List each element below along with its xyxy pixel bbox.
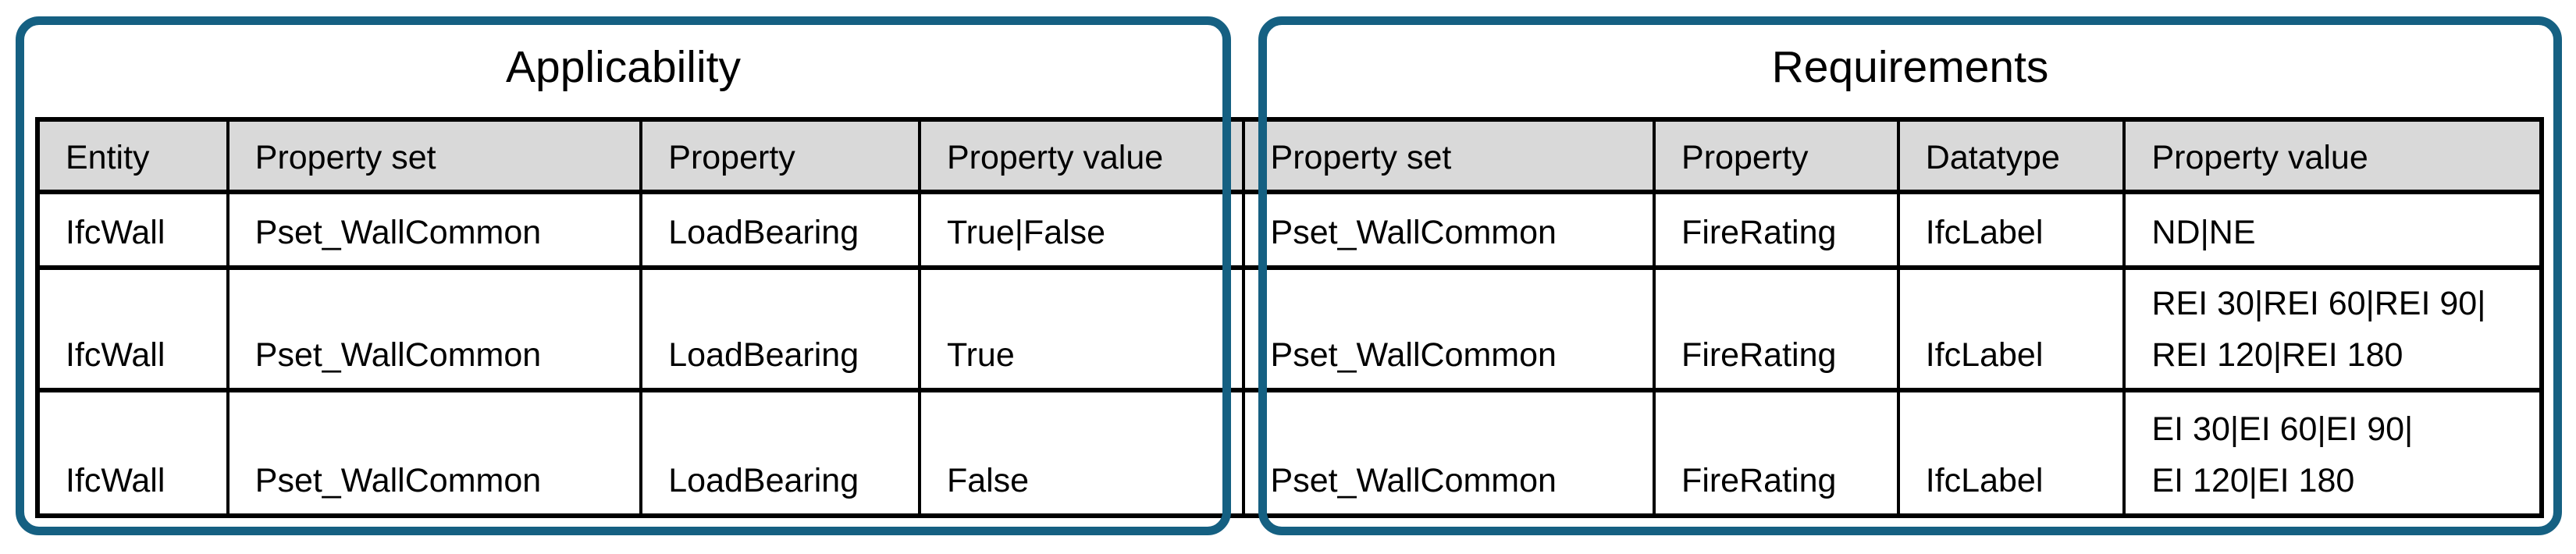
table-cell: IfcWall — [40, 269, 229, 392]
ids-table: Entity Property set Property Property va… — [35, 117, 2544, 518]
table-cell: ND|NE — [2126, 194, 2539, 270]
column-header-property-right: Property — [1656, 122, 1900, 195]
applicability-title: Applicability — [506, 42, 741, 92]
requirements-title: Requirements — [1771, 42, 2049, 92]
table-cell: Pset_WallCommon — [1244, 194, 1656, 270]
table-cell: FireRating — [1656, 194, 1900, 270]
table-cell: False — [921, 392, 1245, 513]
column-header-property-value-right: Property value — [2126, 122, 2539, 195]
table-cell: True|False — [920, 194, 1245, 270]
table-cell: EI 30|EI 60|EI 90| EI 120|EI 180 — [2151, 410, 2414, 500]
table-cell: Pset_WallCommon — [229, 392, 643, 513]
column-header-datatype: Datatype — [1899, 122, 2126, 195]
column-header-property-set-right: Property set — [1244, 122, 1656, 195]
column-header-property-left: Property — [642, 122, 921, 195]
table-cell: IfcLabel — [1899, 194, 2126, 270]
table-cell: IfcLabel — [1899, 269, 2126, 392]
column-header-entity: Entity — [40, 122, 229, 195]
table-cell: IfcLabel — [1900, 392, 2126, 513]
table-cell: FireRating — [1656, 269, 1900, 392]
table-cell: FireRating — [1656, 392, 1900, 513]
column-header-property-set-left: Property set — [229, 122, 643, 195]
table-cell: LoadBearing — [642, 194, 921, 270]
table-cell: IfcWall — [40, 392, 229, 513]
table-cell: Pset_WallCommon — [1245, 392, 1656, 513]
table-cell: LoadBearing — [642, 392, 921, 513]
table-cell: REI 30|REI 60|REI 90| REI 120|REI 180 — [2126, 270, 2539, 392]
table-cell: Pset_WallCommon — [1244, 269, 1656, 392]
table-cell: Pset_WallCommon — [229, 269, 643, 392]
table-cell: IfcWall — [40, 194, 229, 270]
table-cell: LoadBearing — [642, 269, 921, 392]
table-cell: True — [920, 269, 1245, 392]
column-header-property-value-left: Property value — [920, 122, 1245, 195]
table-cell: Pset_WallCommon — [229, 194, 643, 270]
